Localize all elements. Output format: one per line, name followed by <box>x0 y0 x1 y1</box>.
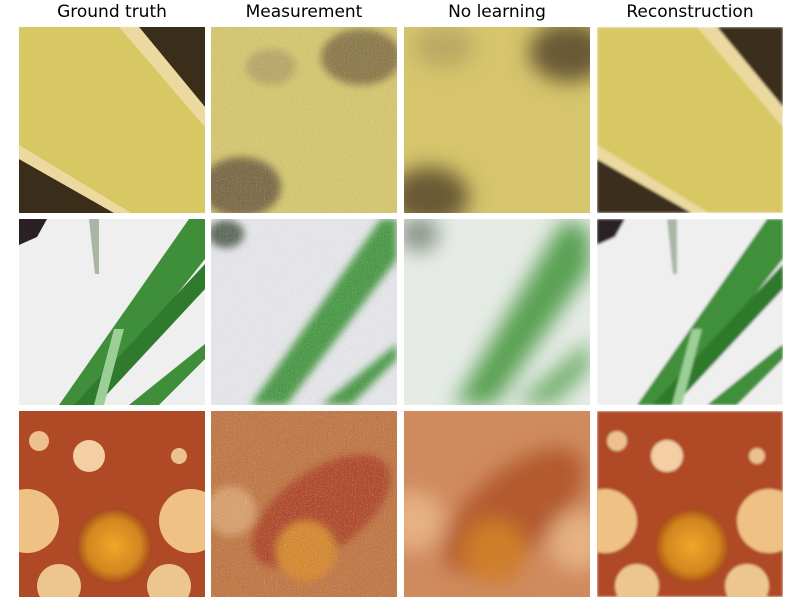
green-leaves-reconstruction-image <box>597 219 783 405</box>
yellow-stripe-blurred-image <box>404 27 590 213</box>
tile-row2-measurement <box>211 219 397 405</box>
tile-row2-no-learning <box>404 219 590 405</box>
orange-bubbles-reconstruction-image <box>597 411 783 597</box>
column-title-ground-truth: Ground truth <box>57 2 167 22</box>
green-leaves-image <box>19 219 205 405</box>
orange-bubbles-image <box>19 411 205 597</box>
column-title-reconstruction: Reconstruction <box>626 2 754 22</box>
tile-row3-reconstruction <box>597 411 783 597</box>
yellow-stripe-reconstruction-image <box>597 27 783 213</box>
tile-row1-no-learning <box>404 27 590 213</box>
tile-row3-measurement <box>211 411 397 597</box>
tile-row2-reconstruction <box>597 219 783 405</box>
tile-row1-measurement <box>211 27 397 213</box>
yellow-stripe-image <box>19 27 205 213</box>
orange-bubbles-blurred-image <box>404 411 590 597</box>
green-leaves-blurred-image <box>404 219 590 405</box>
column-title-no-learning: No learning <box>448 2 546 22</box>
column-title-measurement: Measurement <box>245 2 363 22</box>
tile-row3-no-learning <box>404 411 590 597</box>
tile-row3-ground-truth <box>19 411 205 597</box>
green-leaves-measurement-image <box>211 219 397 405</box>
tile-row1-reconstruction <box>597 27 783 213</box>
tile-row1-ground-truth <box>19 27 205 213</box>
yellow-stripe-measurement-image <box>211 27 397 213</box>
orange-bubbles-measurement-image <box>211 411 397 597</box>
tile-row2-ground-truth <box>19 219 205 405</box>
